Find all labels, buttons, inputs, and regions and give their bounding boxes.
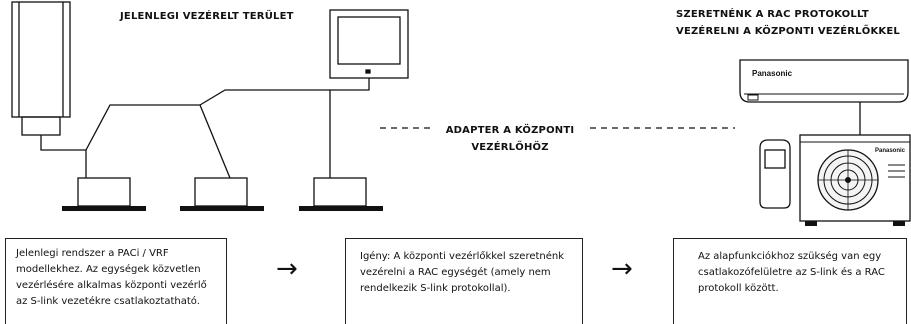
pc-monitor-icon bbox=[329, 9, 409, 79]
adapter-label-line-2: VEZÉRLŐHÖZ bbox=[471, 142, 549, 153]
box-line: csatlakozófelületre az S-link és a RAC bbox=[698, 267, 885, 278]
adapter-label-line-1: ADAPTER A KÖZPONTI bbox=[445, 125, 575, 136]
indoor-brand-logo: Panasonic bbox=[752, 69, 793, 78]
box-line: Igény: A központi vezérlőkkel szeretnénk bbox=[360, 251, 565, 262]
outdoor-brand-logo: Panasonic bbox=[875, 148, 906, 154]
box-line: vezérlésére alkalmas központi vezérlő bbox=[16, 280, 207, 291]
indoor-unit-icon bbox=[180, 177, 264, 211]
box-line: vezérelni a RAC egységét (amely nem bbox=[360, 267, 551, 278]
description-box-requirement: Igény: A központi vezérlőkkel szeretnénk… bbox=[345, 238, 583, 324]
remote-controller-icon bbox=[759, 139, 791, 209]
outdoor-unit-icon bbox=[799, 134, 911, 226]
current-area-label: JELENLEGI VEZÉRELT TERÜLET bbox=[120, 11, 294, 22]
target-label-line-1: SZERETNÉNK A RAC PROTOKOLLT bbox=[676, 9, 869, 20]
box-line: az S-link vezetékre csatlakoztatható. bbox=[16, 296, 200, 307]
indoor-unit-icon bbox=[299, 177, 383, 211]
target-label-line-2: VEZÉRELNI A KÖZPONTI VEZÉRLŐKKEL bbox=[676, 26, 900, 37]
description-box-solution: Az alapfunkciókhoz szükség van egy csatl… bbox=[673, 238, 907, 324]
indoor-unit-icon bbox=[62, 177, 146, 211]
target-label: SZERETNÉNK A RAC PROTOKOLLT VEZÉRELNI A … bbox=[676, 6, 900, 40]
adapter-label: ADAPTER A KÖZPONTI VEZÉRLŐHÖZ bbox=[440, 122, 580, 156]
rac-indoor-unit-icon bbox=[739, 59, 909, 103]
box-line: protokoll között. bbox=[698, 283, 779, 294]
s-link-wiring bbox=[40, 78, 370, 179]
description-box-current: Jelenlegi rendszer a PACi / VRF modellek… bbox=[5, 238, 227, 324]
box-line: Az alapfunkciókhoz szükség van egy bbox=[698, 251, 882, 262]
box-line: Jelenlegi rendszer a PACi / VRF bbox=[16, 248, 169, 259]
central-controller-tower-icon bbox=[11, 1, 71, 136]
box-line: modellekhez. Az egységek közvetlen bbox=[16, 264, 201, 275]
arrow-right-icon: → bbox=[611, 254, 633, 284]
arrow-right-icon: → bbox=[276, 254, 298, 284]
box-line: rendelkezik S-link protokollal). bbox=[360, 283, 511, 294]
